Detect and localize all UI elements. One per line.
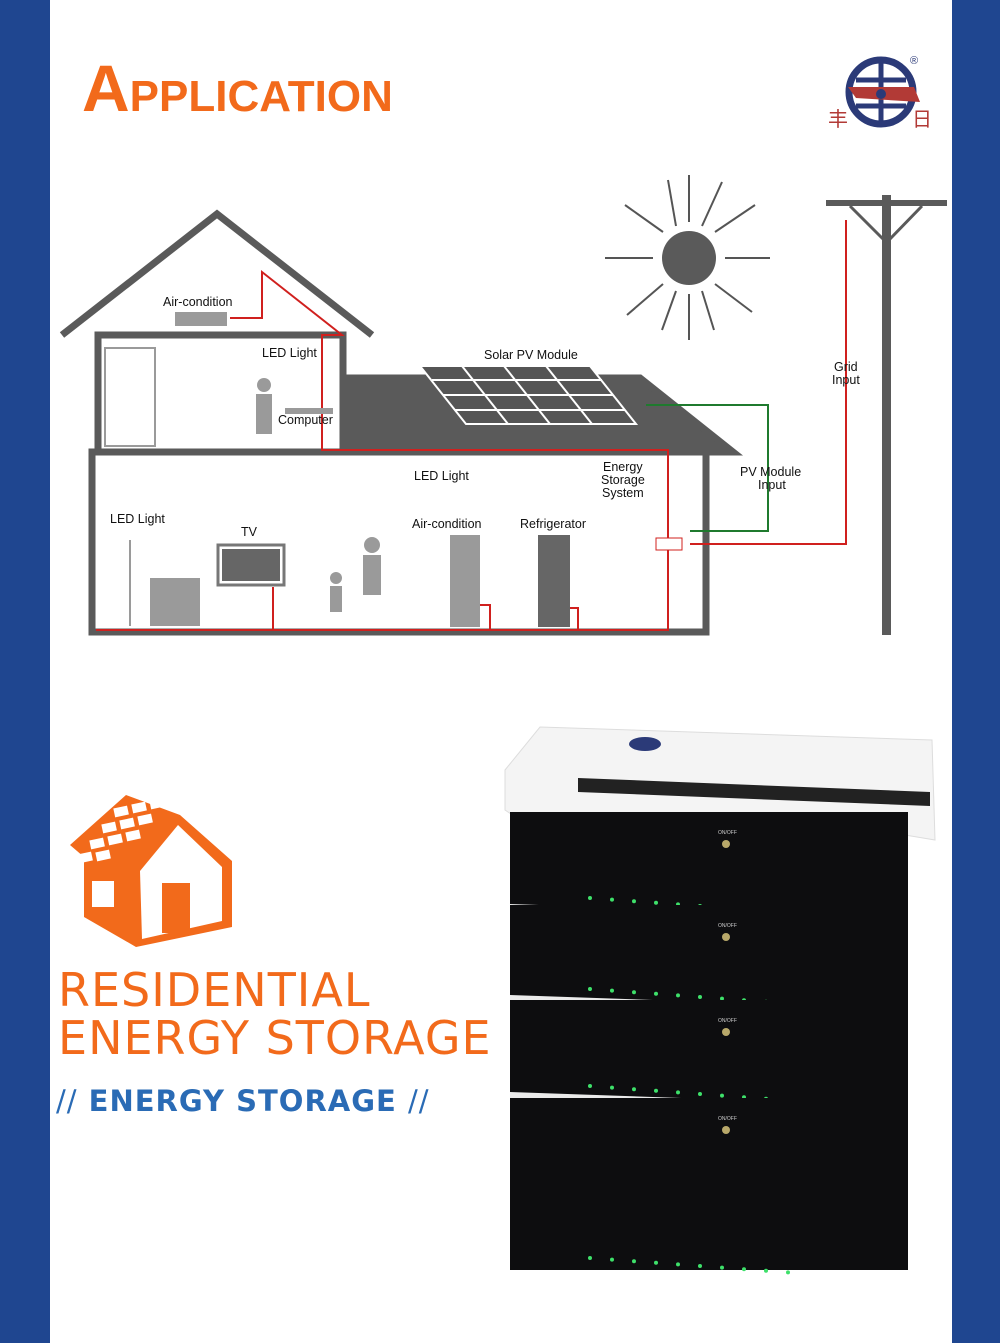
battery-module [510, 812, 908, 910]
status-led [676, 993, 680, 998]
status-led [698, 1264, 702, 1268]
brand-logo: ® 丰 日 [828, 55, 932, 131]
diagram-labels: Air-condition LED Light Computer Solar P… [110, 295, 860, 539]
headline-line-1: RESIDENTIAL [58, 963, 371, 1017]
status-led [588, 1084, 592, 1088]
status-led [588, 987, 592, 991]
status-led [742, 1267, 746, 1272]
label-ess-3: System [602, 486, 644, 500]
status-led [676, 1090, 680, 1095]
label-tv: TV [241, 525, 258, 539]
switch-label: ON/OFF [718, 923, 737, 929]
promo-subtitle: // ENERGY STORAGE // [56, 1084, 430, 1118]
status-led [632, 1259, 636, 1264]
battery-stack-product: ON/OFF ON/OFF ON/OFF ON/OFF [504, 726, 936, 1275]
status-led [610, 897, 614, 902]
family-icon [364, 537, 380, 553]
battery-module [510, 905, 908, 1001]
wiring [96, 220, 847, 631]
status-led [720, 1093, 724, 1098]
label-air-condition-lower: Air-condition [412, 517, 482, 531]
battery-module [510, 1098, 908, 1270]
headline-line-2: ENERGY STORAGE [58, 1011, 492, 1065]
subtitle-text: ENERGY STORAGE [88, 1084, 397, 1118]
status-led [786, 1270, 790, 1275]
label-grid-input-2: Input [832, 373, 860, 387]
status-led [654, 900, 658, 905]
sun-icon [605, 175, 770, 340]
label-ess-2: Storage [601, 473, 645, 487]
page-title: APPLICATION [82, 55, 393, 121]
status-led [588, 896, 592, 900]
status-led [654, 1088, 658, 1093]
energy-storage-unit-icon [655, 537, 683, 551]
label-pv-input-2: Input [758, 478, 786, 492]
logo-char-right: 日 [912, 109, 932, 131]
left-border [0, 0, 50, 1343]
battery-logo [629, 737, 661, 751]
status-led [654, 1260, 658, 1265]
label-led-light-lower: LED Light [110, 512, 165, 526]
status-led [610, 988, 614, 993]
status-led [764, 1268, 768, 1273]
utility-pole-icon [826, 195, 947, 635]
power-switch[interactable] [722, 933, 730, 941]
status-led [654, 991, 658, 996]
label-solar-pv-module: Solar PV Module [484, 348, 578, 362]
label-computer: Computer [278, 413, 333, 427]
solar-house-icon [70, 795, 232, 947]
promo-headline: RESIDENTIAL ENERGY STORAGE [58, 966, 492, 1062]
status-led [720, 1265, 724, 1270]
status-led [632, 899, 636, 904]
armchair-icon [150, 578, 200, 626]
person-at-computer-icon [257, 378, 271, 392]
power-switch[interactable] [722, 1028, 730, 1036]
switch-label: ON/OFF [718, 1018, 737, 1024]
air-conditioner-icon [175, 312, 227, 326]
status-led [632, 990, 636, 995]
refrigerator-icon [538, 535, 570, 627]
label-ess-1: Energy [603, 460, 643, 474]
logo-char-left: 丰 [828, 108, 848, 131]
status-led [588, 1256, 592, 1260]
label-led-light-middle: LED Light [414, 469, 469, 483]
registered-mark: ® [910, 55, 918, 67]
subtitle-decor-left: // [56, 1084, 78, 1118]
battery-module [510, 1000, 908, 1098]
bookshelf-icon [104, 347, 156, 447]
power-switch[interactable] [722, 840, 730, 848]
subtitle-decor-right: // [407, 1084, 430, 1118]
label-grid-input-1: Grid [834, 360, 858, 374]
status-led [720, 996, 724, 1001]
switch-label: ON/OFF [718, 1116, 737, 1122]
status-led [676, 1262, 680, 1267]
right-border [952, 0, 1000, 1343]
label-air-condition-upper: Air-condition [163, 295, 233, 309]
label-pv-input-1: PV Module [740, 465, 801, 479]
status-led [698, 1092, 702, 1096]
status-led [632, 1087, 636, 1092]
title-initial: A [82, 51, 130, 125]
label-led-light-upper: LED Light [262, 346, 317, 360]
status-led [610, 1085, 614, 1090]
air-conditioner-tower-icon [450, 535, 480, 627]
status-led [698, 995, 702, 999]
status-led [610, 1257, 614, 1262]
battery-top-cover [504, 726, 936, 841]
label-refrigerator: Refrigerator [520, 517, 586, 531]
power-switch[interactable] [722, 1126, 730, 1134]
switch-label: ON/OFF [718, 830, 737, 836]
solar-panel-icon [417, 365, 639, 425]
appliances [104, 312, 570, 627]
application-diagram: Air-condition LED Light Computer Solar P… [59, 175, 947, 636]
title-rest: PPLICATION [129, 72, 393, 121]
